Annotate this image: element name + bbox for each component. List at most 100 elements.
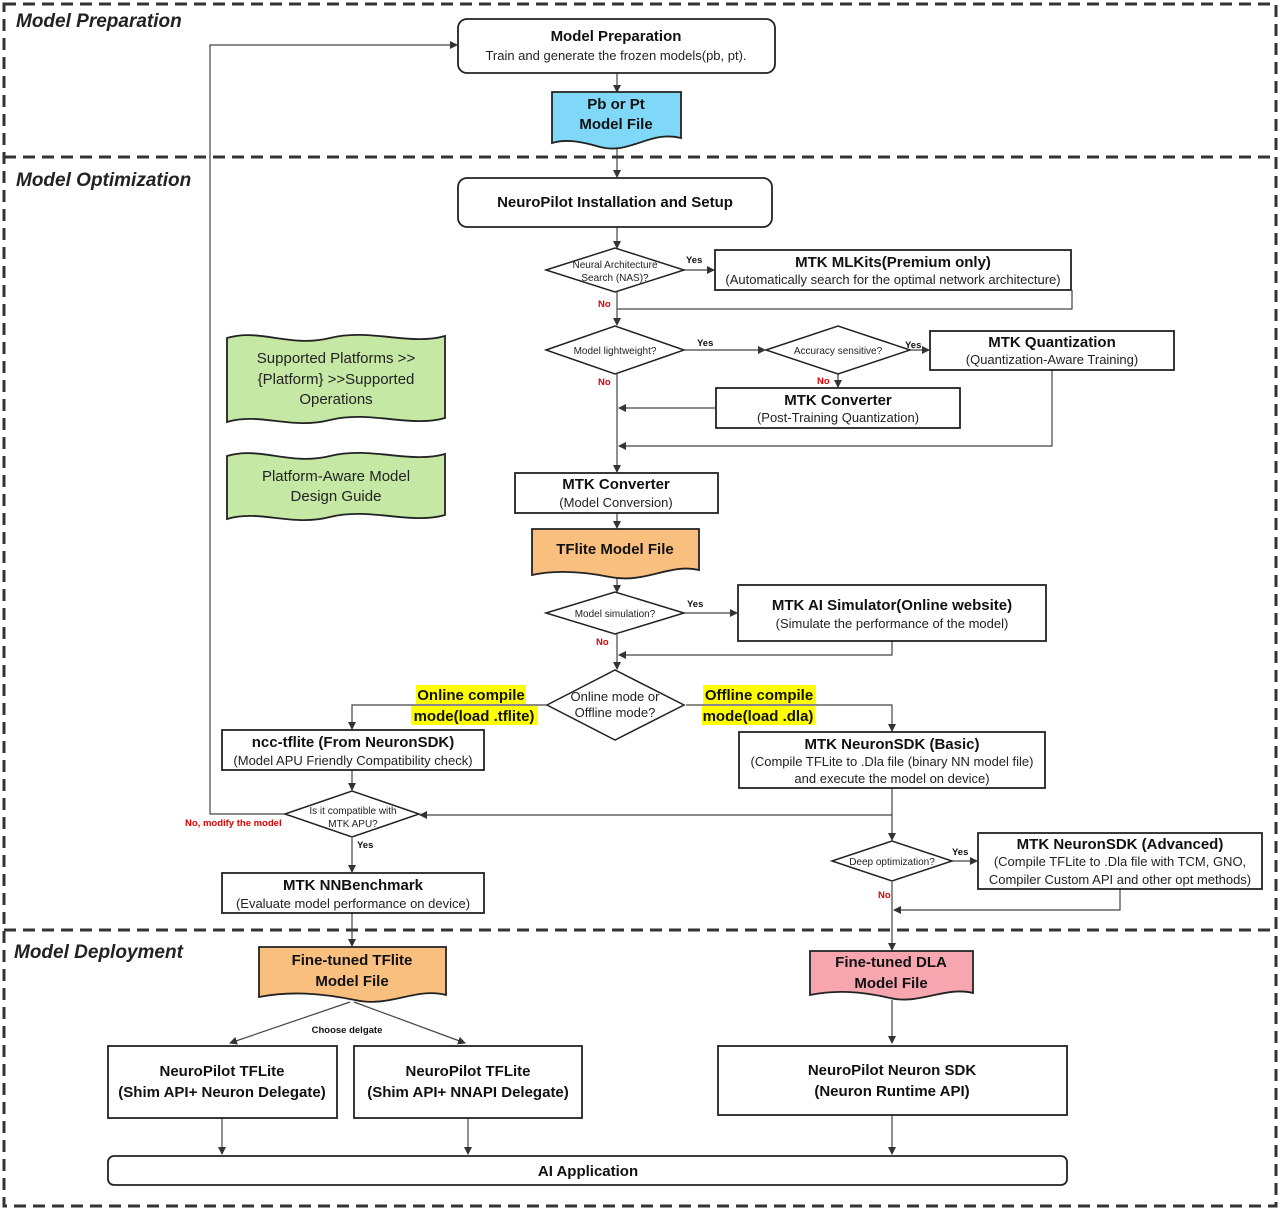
neuropilot-tflite-nnapi-line1: NeuroPilot TFLite xyxy=(406,1063,531,1080)
simulation-decision: Model simulation? xyxy=(543,591,687,635)
compatibility-decision-line2: MTK APU? xyxy=(328,819,378,830)
neuronsdk-advanced-box: MTK NeuronSDK (Advanced) (Compile TFLite… xyxy=(977,832,1263,890)
pb-model-file-line1: Pb or Pt xyxy=(587,96,645,113)
section-title-optimization: Model Optimization xyxy=(16,170,191,191)
section-title-preparation: Model Preparation xyxy=(16,11,182,32)
model-preparation-subtitle: Train and generate the frozen models(pb,… xyxy=(485,48,746,63)
edge-label-yes: Yes xyxy=(686,255,702,266)
edge-label-no: No xyxy=(817,376,830,387)
nas-decision-line2: Search (NAS)? xyxy=(581,273,649,284)
design-guide-line1: Platform-Aware Model xyxy=(262,468,410,485)
offline-compile-line2: mode(load .dla) xyxy=(703,708,814,725)
fine-tuned-dla-document: Fine-tuned DLA Model File xyxy=(809,950,974,1001)
fine-tuned-dla-line1: Fine-tuned DLA xyxy=(835,954,947,971)
accuracy-decision: Accuracy sensitive? xyxy=(763,325,913,375)
offline-compile-line1: Offline compile xyxy=(705,687,813,704)
edge-label-choose-delegate: Choose delgate xyxy=(312,1025,383,1036)
ai-application-box: AI Application xyxy=(107,1155,1068,1186)
fine-tuned-tflite-document: Fine-tuned TFlite Model File xyxy=(258,946,447,1003)
mtk-converter-ptq-subtitle: (Post-Training Quantization) xyxy=(757,410,919,425)
mtk-quantization-box: MTK Quantization (Quantization-Aware Tra… xyxy=(929,330,1175,371)
mtk-converter-main-subtitle: (Model Conversion) xyxy=(559,495,672,510)
neuropilot-tflite-neuron-line2: (Shim API+ Neuron Delegate) xyxy=(118,1084,325,1101)
deep-optimization-decision: Deep optimization? xyxy=(829,840,955,882)
tflite-model-file-document: TFlite Model File xyxy=(531,528,700,580)
neuronsdk-advanced-subtitle-1: (Compile TFLite to .Dla file with TCM, G… xyxy=(994,854,1246,869)
edge-label-yes: Yes xyxy=(687,599,703,610)
edge-label-yes: Yes xyxy=(697,338,713,349)
neuropilot-neuron-sdk-box: NeuroPilot Neuron SDK (Neuron Runtime AP… xyxy=(717,1045,1068,1116)
supported-platforms-line2: {Platform} >>Supported xyxy=(258,371,415,388)
mode-decision-line1: Online mode or xyxy=(571,689,661,704)
neuropilot-neuron-sdk-line1: NeuroPilot Neuron SDK xyxy=(808,1062,977,1079)
supported-platforms-line1: Supported Platforms >> xyxy=(257,350,416,367)
nas-decision-line1: Neural Architecture xyxy=(572,260,657,271)
online-compile-line2: mode(load .tflite) xyxy=(414,708,535,725)
mtk-converter-main-title: MTK Converter xyxy=(562,476,670,493)
mtk-converter-ptq-box: MTK Converter (Post-Training Quantizatio… xyxy=(715,387,961,429)
mtk-nnbenchmark-subtitle: (Evaluate model performance on device) xyxy=(236,896,470,911)
design-guide-line2: Design Guide xyxy=(291,488,382,505)
edge-label-no: No xyxy=(598,377,611,388)
tflite-model-file-title: TFlite Model File xyxy=(556,541,674,558)
mode-decision-line2: Offline mode? xyxy=(575,705,656,720)
neuronsdk-basic-subtitle-1: (Compile TFLite to .Dla file (binary NN … xyxy=(751,754,1034,769)
neuropilot-installation-box: NeuroPilot Installation and Setup xyxy=(457,177,773,228)
mtk-ai-simulator-title: MTK AI Simulator(Online website) xyxy=(772,597,1012,614)
pb-model-file-document: Pb or Pt Model File xyxy=(551,91,682,150)
mtk-ai-simulator-box: MTK AI Simulator(Online website) (Simula… xyxy=(737,584,1047,642)
mtk-quantization-title: MTK Quantization xyxy=(988,334,1116,351)
neuronsdk-basic-subtitle-2: and execute the model on device) xyxy=(794,771,989,786)
connectors xyxy=(209,41,1121,1155)
mtk-mlkits-title: MTK MLKits(Premium only) xyxy=(795,254,991,271)
edge-label-yes: Yes xyxy=(357,840,373,851)
pb-model-file-line2: Model File xyxy=(579,116,652,133)
fine-tuned-tflite-line2: Model File xyxy=(315,973,388,990)
design-guide-note: Platform-Aware Model Design Guide xyxy=(226,451,446,521)
mtk-mlkits-box: MTK MLKits(Premium only) (Automatically … xyxy=(714,249,1072,291)
mtk-converter-main-box: MTK Converter (Model Conversion) xyxy=(514,472,719,514)
model-preparation-title: Model Preparation xyxy=(551,28,682,45)
edge-label-no: No xyxy=(598,299,611,310)
online-compile-line1: Online compile xyxy=(417,687,525,704)
edge-label-no: No xyxy=(596,637,609,648)
deep-optimization-decision-text: Deep optimization? xyxy=(849,857,935,868)
neuronsdk-advanced-title: MTK NeuronSDK (Advanced) xyxy=(1017,836,1224,853)
edge-label-no: No xyxy=(878,890,891,901)
ai-application-title: AI Application xyxy=(538,1163,638,1180)
neuronsdk-basic-box: MTK NeuronSDK (Basic) (Compile TFLite to… xyxy=(738,731,1046,789)
mtk-mlkits-subtitle: (Automatically search for the optimal ne… xyxy=(725,272,1060,287)
offline-compile-label: Offline compile mode(load .dla) xyxy=(702,685,816,725)
edge-label-yes: Yes xyxy=(905,340,921,351)
simulation-decision-text: Model simulation? xyxy=(575,609,656,620)
neuropilot-tflite-nnapi-box: NeuroPilot TFLite (Shim API+ NNAPI Deleg… xyxy=(353,1045,583,1119)
neuropilot-tflite-neuron-box: NeuroPilot TFLite (Shim API+ Neuron Dele… xyxy=(107,1045,338,1119)
mode-decision: Online mode or Offline mode? xyxy=(545,669,686,741)
fine-tuned-tflite-line1: Fine-tuned TFlite xyxy=(292,952,413,969)
supported-platforms-note: Supported Platforms >> {Platform} >>Supp… xyxy=(226,333,446,424)
edge-labels: Yes No Yes Yes No No Yes No No, modify t… xyxy=(185,255,968,1036)
lightweight-decision-text: Model lightweight? xyxy=(574,346,657,357)
neuronsdk-advanced-subtitle-2: Compiler Custom API and other opt method… xyxy=(989,872,1251,887)
lightweight-decision: Model lightweight? xyxy=(543,325,687,375)
ncc-tflite-subtitle: (Model APU Friendly Compatibility check) xyxy=(233,753,472,768)
neuropilot-neuron-sdk-line2: (Neuron Runtime API) xyxy=(814,1083,969,1100)
mtk-nnbenchmark-box: MTK NNBenchmark (Evaluate model performa… xyxy=(221,872,485,914)
online-compile-label: Online compile mode(load .tflite) xyxy=(411,685,538,725)
fine-tuned-dla-line2: Model File xyxy=(854,975,927,992)
neuropilot-tflite-nnapi-line2: (Shim API+ NNAPI Delegate) xyxy=(367,1084,569,1101)
neuronsdk-basic-title: MTK NeuronSDK (Basic) xyxy=(804,736,979,753)
accuracy-decision-text: Accuracy sensitive? xyxy=(794,346,883,357)
mtk-nnbenchmark-title: MTK NNBenchmark xyxy=(283,877,424,894)
supported-platforms-line3: Operations xyxy=(299,391,372,408)
neuropilot-tflite-neuron-line1: NeuroPilot TFLite xyxy=(160,1063,285,1080)
compatibility-decision-line1: Is it compatible with xyxy=(309,806,396,817)
mtk-quantization-subtitle: (Quantization-Aware Training) xyxy=(966,352,1138,367)
neuropilot-installation-title: NeuroPilot Installation and Setup xyxy=(497,194,733,211)
compatibility-decision: Is it compatible with MTK APU? xyxy=(282,790,422,838)
model-preparation-box: Model Preparation Train and generate the… xyxy=(457,18,776,74)
mtk-converter-ptq-title: MTK Converter xyxy=(784,392,892,409)
edge-label-no-modify: No, modify the model xyxy=(185,818,282,829)
